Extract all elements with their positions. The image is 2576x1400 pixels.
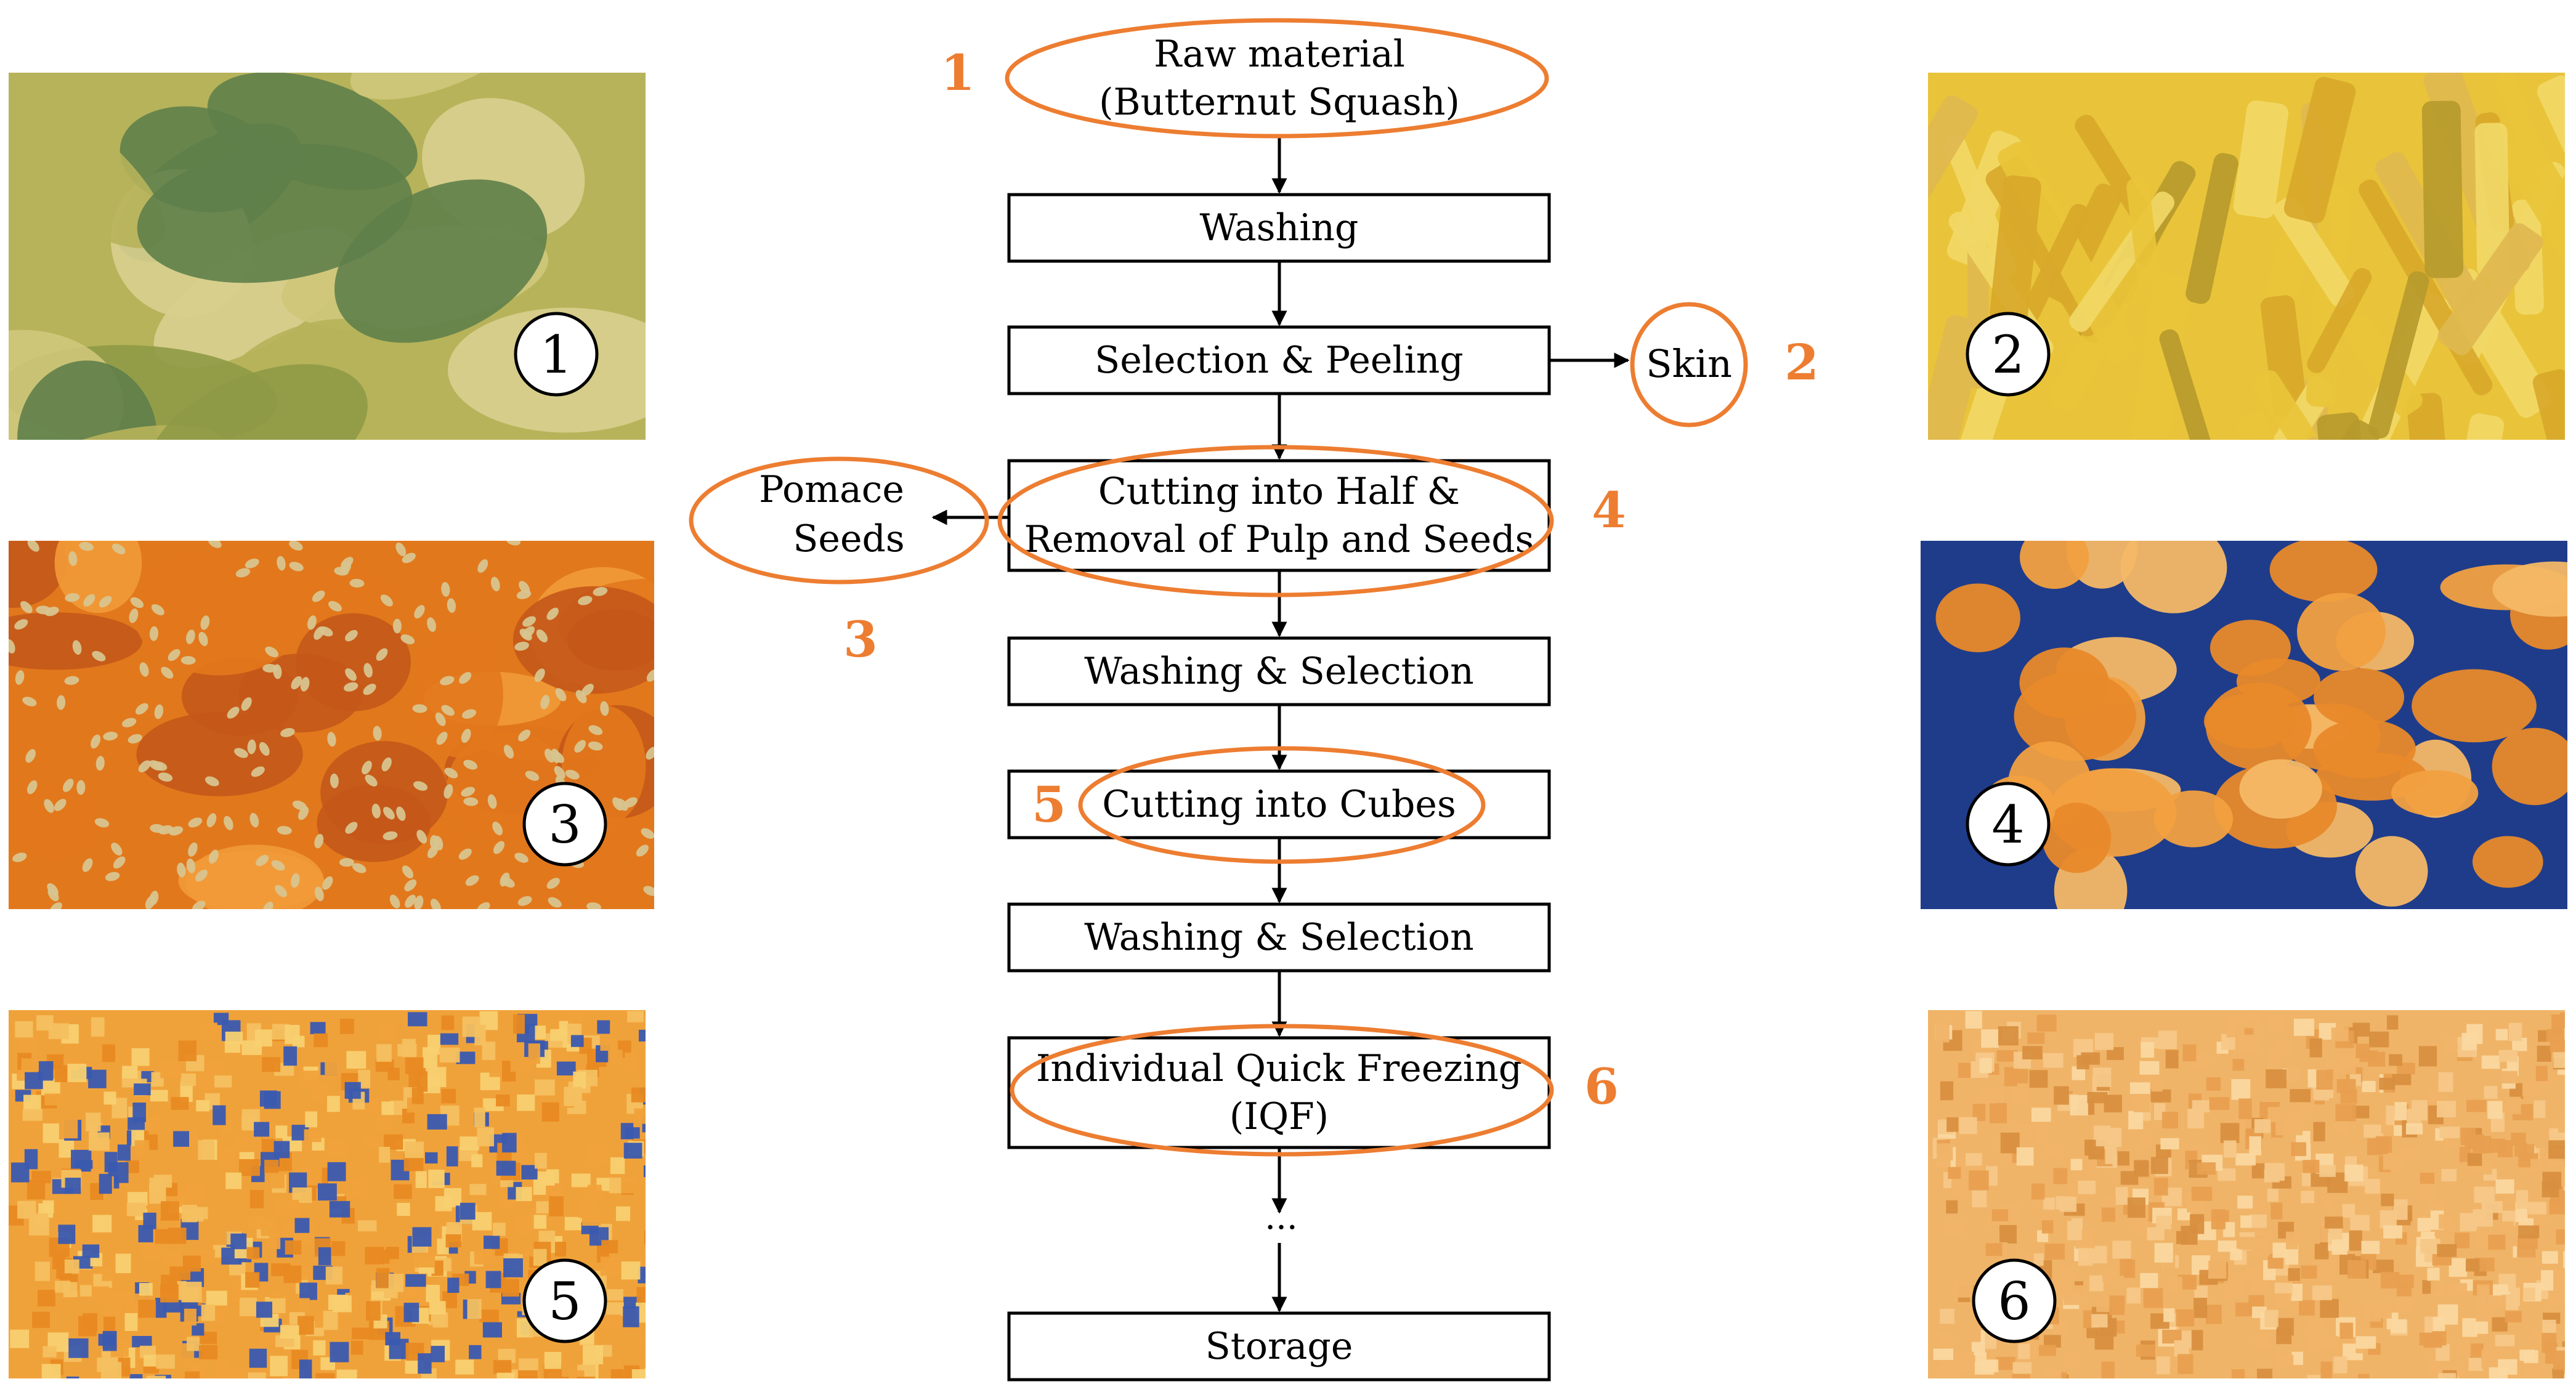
skin-ellipse bbox=[1630, 302, 1748, 427]
marker-4: 4 bbox=[1592, 481, 1626, 539]
step-raw: Raw material (Butternut Squash) bbox=[1099, 33, 1460, 124]
step-label: Raw material bbox=[1154, 33, 1405, 76]
step-label: Washing & Selection bbox=[1084, 650, 1473, 693]
marker-2: 2 bbox=[1784, 333, 1819, 391]
pomace-label: Pomace bbox=[759, 468, 904, 511]
process-steps: Raw material (Butternut Squash) WashingSel… bbox=[1007, 33, 1551, 1382]
photo-number-badge bbox=[1966, 312, 2051, 397]
step-label: Removal of Pulp and Seeds bbox=[1024, 518, 1534, 561]
step-washing: Washing bbox=[1007, 193, 1551, 263]
step-box bbox=[1007, 636, 1551, 706]
photo-number-badge bbox=[1966, 782, 2051, 867]
step-storage: Storage bbox=[1007, 1311, 1551, 1382]
skin-label: Skin bbox=[1646, 341, 1732, 386]
step-label: Cutting into Half & bbox=[1098, 470, 1460, 513]
marker-6: 6 bbox=[1584, 1058, 1619, 1115]
marker-3: 3 bbox=[843, 610, 878, 668]
photo-number-label: 3 bbox=[548, 795, 581, 855]
raw-material-ellipse bbox=[1005, 18, 1549, 139]
step-label: Cutting into Cubes bbox=[1102, 783, 1456, 826]
photo-number-badge bbox=[522, 782, 607, 867]
cutting-half-ellipse bbox=[997, 445, 1554, 597]
flow-ellipsis: ... bbox=[1265, 1197, 1297, 1237]
cutting-cubes-ellipse bbox=[1078, 746, 1486, 864]
photo-number-label: 2 bbox=[1991, 325, 2024, 385]
seeds-label: Seeds bbox=[793, 517, 904, 560]
iqf-ellipse bbox=[1010, 1024, 1554, 1157]
step-label: Storage bbox=[1205, 1325, 1353, 1368]
step-label: Selection & Peeling bbox=[1095, 339, 1464, 382]
byproducts: Skin Pomace Seeds bbox=[689, 302, 1748, 585]
photo-3: 3 bbox=[9, 541, 654, 909]
step-label: Individual Quick Freezing bbox=[1036, 1047, 1522, 1090]
photo-number-label: 1 bbox=[540, 325, 572, 385]
marker-1: 1 bbox=[941, 44, 975, 102]
photo-6: 6 bbox=[1928, 1010, 2565, 1378]
step-box bbox=[1007, 1036, 1551, 1149]
step-label: Washing & Selection bbox=[1084, 916, 1473, 959]
step-markers: 1 2 3 4 5 6 bbox=[843, 44, 1819, 1115]
photo-4: 4 bbox=[1921, 541, 2567, 909]
step-label: (Butternut Squash) bbox=[1099, 81, 1460, 124]
photo-number-label: 6 bbox=[1998, 1271, 2030, 1332]
step-iqf: Individual Quick Freezing (IQF) bbox=[1007, 1036, 1551, 1149]
photo-1: 1 bbox=[9, 73, 646, 440]
highlight-ellipses bbox=[997, 18, 1554, 1157]
step-label: Washing bbox=[1200, 206, 1359, 249]
photo-number-badge bbox=[514, 312, 599, 397]
step-box bbox=[1007, 1311, 1551, 1382]
step-box bbox=[1007, 325, 1551, 395]
marker-5: 5 bbox=[1032, 775, 1066, 833]
step-box bbox=[1007, 902, 1551, 973]
photo-number-label: 5 bbox=[548, 1271, 581, 1332]
step-washing-selection-1: Washing & Selection bbox=[1007, 636, 1551, 706]
flow-connectors bbox=[931, 137, 1630, 1313]
step-box bbox=[1007, 459, 1551, 572]
pomace-seeds-ellipse bbox=[689, 456, 989, 585]
step-selection-peeling: Selection & Peeling bbox=[1007, 325, 1551, 395]
photo-2: 2 bbox=[1928, 73, 2565, 440]
photo-number-label: 4 bbox=[1991, 795, 2024, 855]
step-washing-selection-2: Washing & Selection bbox=[1007, 902, 1551, 973]
photo-number-badge bbox=[522, 1258, 607, 1343]
step-cutting-half: Cutting into Half & Removal of Pulp and S… bbox=[1007, 459, 1551, 572]
photo-5: 5 bbox=[9, 1010, 646, 1378]
photo-number-badge bbox=[1972, 1258, 2057, 1343]
step-box bbox=[1007, 193, 1551, 263]
step-label: (IQF) bbox=[1229, 1095, 1329, 1138]
